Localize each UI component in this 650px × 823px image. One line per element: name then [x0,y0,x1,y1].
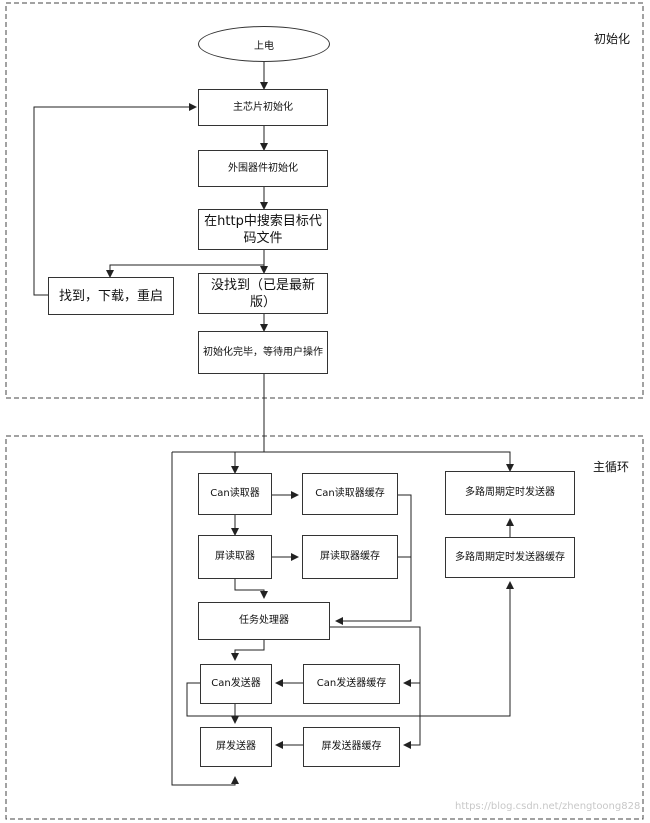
init-done-node: 初始化完毕，等待用户操作 [198,331,328,374]
power-on-node: 上电 [198,26,330,62]
connector-screenreader-to-task [234,579,268,599]
multi-timer-sender-buffer-node: 多路周期定时发送器缓存 [445,537,575,578]
connector-task-to-cansenderbuffer [330,626,421,687]
main-loop-section-frame [5,435,644,820]
not-found-node: 没找到（已是最新版） [198,273,328,314]
connector-top-bus [172,451,514,472]
connector-found-to-mainchip-loop [33,103,197,296]
connector-search-to-found [106,250,265,278]
watermark: https://blog.csdn.net/zhengtoong828 [455,801,641,812]
init-section-frame [5,2,644,399]
connector-left-loop [171,452,239,786]
can-sender-node: Can发送器 [200,664,272,704]
search-http-node: 在http中搜索目标代码文件 [198,209,328,250]
screen-sender-buffer-node: 屏发送器缓存 [303,727,400,767]
can-sender-buffer-node: Can发送器缓存 [303,664,400,704]
can-reader-node: Can读取器 [198,473,272,515]
peripheral-init-node: 外围器件初始化 [198,150,328,187]
screen-reader-node: 屏读取器 [198,535,272,579]
screen-sender-node: 屏发送器 [200,727,272,767]
connector-task-to-screensenderbuffer [403,683,421,749]
connector-to-timer-buffer [186,581,514,717]
screen-reader-buffer-node: 屏读取器缓存 [302,535,398,579]
task-processor-node: 任务处理器 [198,602,330,640]
connector-canbuffer-to-task [335,494,412,625]
main-loop-section-label: 主循环 [593,460,630,474]
init-section-label: 初始化 [594,32,631,46]
found-download-node: 找到，下载，重启 [48,277,174,315]
main-chip-init-node: 主芯片初始化 [198,89,328,126]
connector-task-to-cansender [231,640,265,661]
multi-timer-sender-node: 多路周期定时发送器 [445,471,575,515]
can-reader-buffer-node: Can读取器缓存 [302,473,398,515]
